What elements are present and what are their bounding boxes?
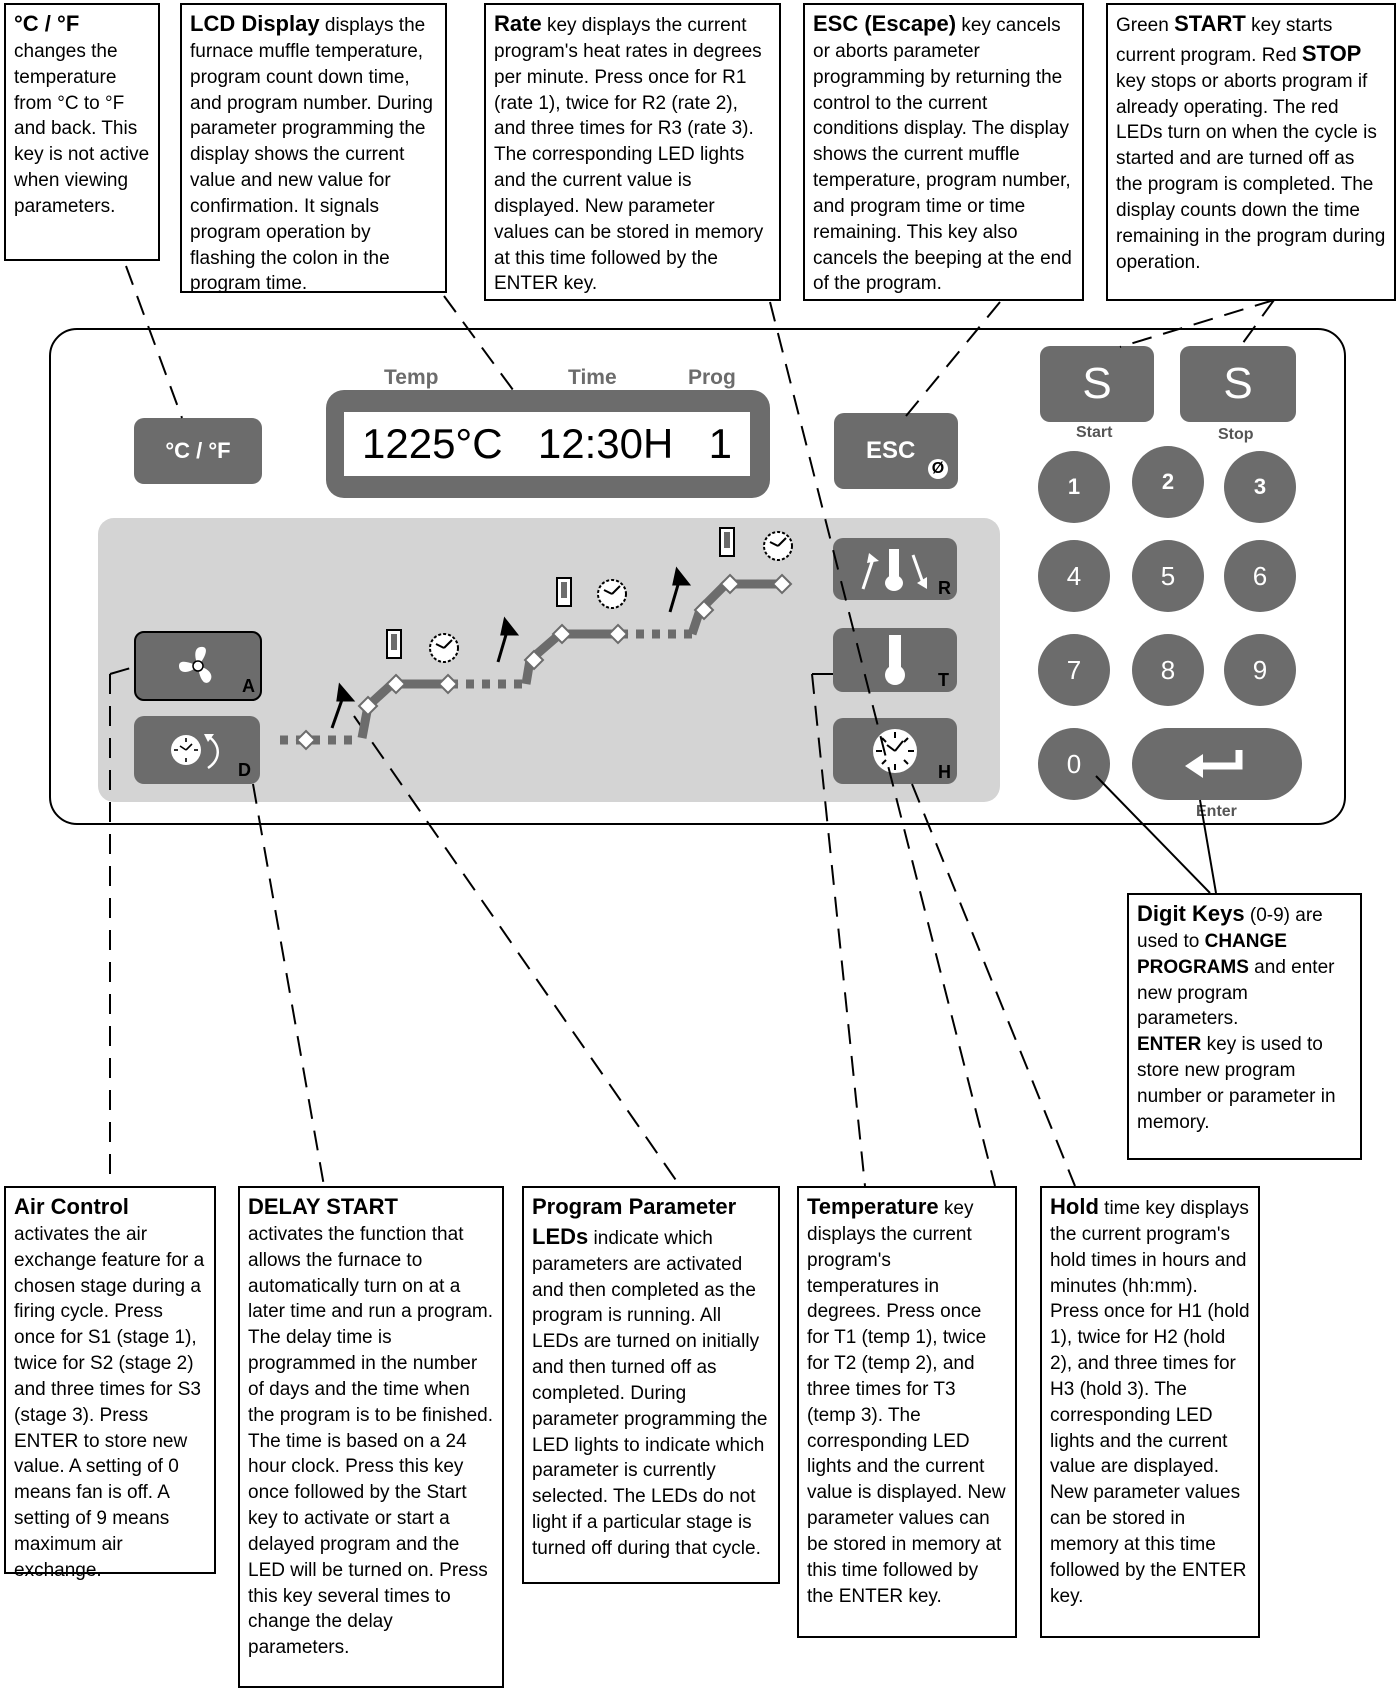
key-label: 1	[1067, 474, 1081, 499]
enter-label: Enter	[1196, 803, 1237, 820]
key-label: °C / °F	[165, 438, 231, 463]
esc-key[interactable]: ESC Ø	[834, 413, 958, 489]
temperature-key-letter: T	[938, 670, 949, 690]
key-label: 7	[1066, 654, 1082, 685]
key-label: 4	[1066, 560, 1082, 591]
delay-start-key[interactable]	[134, 716, 260, 784]
digit-key-8[interactable]: 8	[1132, 634, 1204, 706]
air-control-key[interactable]	[134, 631, 262, 701]
stop-word: STOP	[1301, 40, 1362, 66]
callout-program-parameter-leds: Program Parameter LEDs indicate which pa…	[522, 1186, 780, 1584]
callout-title: Temperature	[807, 1194, 939, 1219]
start-label: Start	[1076, 424, 1113, 441]
stop-key[interactable]: S	[1180, 346, 1296, 422]
celsius-fahrenheit-key[interactable]: °C / °F	[134, 418, 262, 484]
thermometer-icon	[885, 635, 905, 685]
digit-key-1[interactable]: 1	[1038, 451, 1110, 523]
callout-text: and enter new program parameters.	[1137, 956, 1335, 1030]
callout-text: (0-9) are used to	[1137, 905, 1323, 952]
callout-text: key starts current program. Red	[1116, 15, 1333, 66]
delay-key-letter: D	[238, 760, 251, 780]
rate-key-letter: R	[938, 578, 951, 598]
callout-title: LCD Display	[190, 11, 320, 36]
callout-text: activates the function that allows the f…	[248, 1223, 494, 1659]
change-programs-text: CHANGE PROGRAMS	[1137, 930, 1287, 978]
lcd-header-prog: Prog	[688, 366, 736, 389]
callout-text: changes the temperature from °C to °F an…	[14, 40, 150, 217]
delay-clock-icon	[171, 734, 219, 770]
digit-key-5[interactable]: 5	[1132, 540, 1204, 612]
start-word: START	[1174, 11, 1246, 36]
lcd-display: 1225°C 12:30H 1	[344, 412, 750, 476]
hold-key[interactable]	[833, 718, 957, 784]
hold-clock-icon	[873, 729, 917, 773]
callout-title: Hold	[1050, 1194, 1099, 1219]
air-key-letter: A	[242, 676, 255, 696]
digit-key-9[interactable]: 9	[1224, 634, 1296, 706]
callout-text: indicate which parameters are activated …	[532, 1227, 768, 1559]
enter-key[interactable]	[1132, 728, 1302, 800]
start-key[interactable]: S	[1040, 346, 1154, 422]
key-label: ESC	[866, 437, 916, 464]
callout-lcd-display: LCD Display displays the furnace muffle …	[180, 3, 447, 295]
temperature-key[interactable]	[833, 628, 957, 692]
callout-delay-start: DELAY START activates the function that …	[238, 1186, 504, 1688]
digit-key-0[interactable]: 0	[1038, 728, 1110, 800]
callout-text: Green	[1116, 15, 1175, 36]
callout-start-stop: Green START key starts current program. …	[1106, 3, 1396, 301]
digit-key-2[interactable]: 2	[1132, 446, 1204, 518]
callout-text: key stops or aborts program if already o…	[1116, 70, 1386, 273]
lcd-header-temp: Temp	[384, 366, 439, 389]
callout-title: Rate	[494, 11, 542, 36]
callout-title: Air Control	[14, 1194, 129, 1219]
callout-text: time key displays the current program's …	[1050, 1198, 1250, 1607]
callout-temperature-key: Temperature key displays the current pro…	[797, 1186, 1017, 1638]
key-label: S	[1082, 359, 1112, 408]
callout-title: DELAY START	[248, 1194, 398, 1219]
digit-key-6[interactable]: 6	[1224, 540, 1296, 612]
stop-label: Stop	[1218, 426, 1254, 443]
key-label: S	[1223, 359, 1253, 408]
callout-text: key displays the current program's tempe…	[807, 1198, 1006, 1607]
callout-title: Digit Keys	[1137, 901, 1245, 926]
callout-text: activates the air exchange feature for a…	[14, 1223, 205, 1581]
cancel-icon: Ø	[928, 459, 948, 479]
key-label: 0	[1066, 748, 1082, 779]
callout-text: displays the furnace muffle temperature,…	[190, 15, 433, 295]
callout-rate-key: Rate key displays the current program's …	[484, 3, 781, 301]
rate-key[interactable]	[833, 538, 957, 600]
callout-text: key displays the current program's heat …	[494, 15, 764, 295]
enter-word: ENTER	[1137, 1034, 1202, 1056]
digit-key-3[interactable]: 3	[1224, 451, 1296, 523]
fan-icon	[179, 646, 212, 683]
key-label: 2	[1161, 469, 1175, 494]
lcd-temperature: 1225°C	[362, 420, 503, 467]
callout-celsius-fahrenheit: °C / °F changes the temperature from °C …	[4, 3, 160, 261]
callout-digit-keys: Digit Keys (0-9) are used to CHANGE PROG…	[1127, 893, 1362, 1160]
lcd-program: 1	[708, 420, 732, 467]
enter-arrow-icon	[1185, 750, 1243, 778]
callout-hold-key: Hold time key displays the current progr…	[1040, 1186, 1260, 1638]
callout-text: key cancels or aborts parameter programm…	[813, 15, 1072, 295]
lcd-time: 12:30H	[537, 420, 674, 467]
hold-key-letter: H	[938, 762, 951, 782]
callout-air-control: Air Control activates the air exchange f…	[4, 1186, 216, 1581]
callout-text: key is used to store new program number …	[1137, 1034, 1336, 1133]
digit-key-7[interactable]: 7	[1038, 634, 1110, 706]
callout-title: °C / °F	[14, 11, 80, 36]
key-label: 9	[1252, 654, 1268, 685]
callout-title: Program Parameter LEDs	[532, 1194, 737, 1249]
lcd-header-time: Time	[568, 366, 617, 389]
callout-title: ESC (Escape)	[813, 11, 957, 36]
key-label: 6	[1252, 560, 1268, 591]
callout-esc-key: ESC (Escape) key cancels or aborts param…	[803, 3, 1084, 301]
rate-icon	[861, 549, 927, 591]
key-label: 8	[1160, 654, 1176, 685]
key-label: 3	[1253, 474, 1267, 499]
key-label: 5	[1160, 560, 1176, 591]
digit-key-4[interactable]: 4	[1038, 540, 1110, 612]
